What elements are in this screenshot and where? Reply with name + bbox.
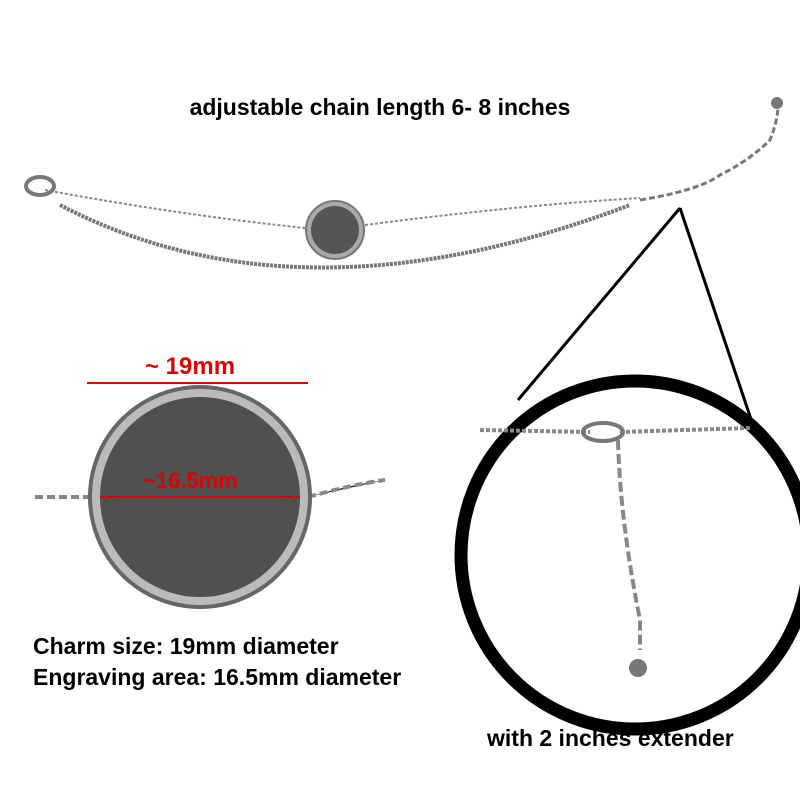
- charm-diameter-label: ~ 19mm: [145, 353, 236, 380]
- charm-size-spec: Charm size: 19mm diameter: [33, 633, 339, 659]
- chain-length-heading: adjustable chain length 6- 8 inches: [189, 94, 571, 120]
- engraving-area-spec: Engraving area: 16.5mm diameter: [33, 664, 402, 690]
- extender-closeup: [454, 374, 800, 736]
- bracelet-photo: [24, 97, 783, 270]
- engraving-diameter-label: ~16.5mm: [143, 468, 238, 493]
- extender-caption: with 2 inches extender: [487, 725, 734, 751]
